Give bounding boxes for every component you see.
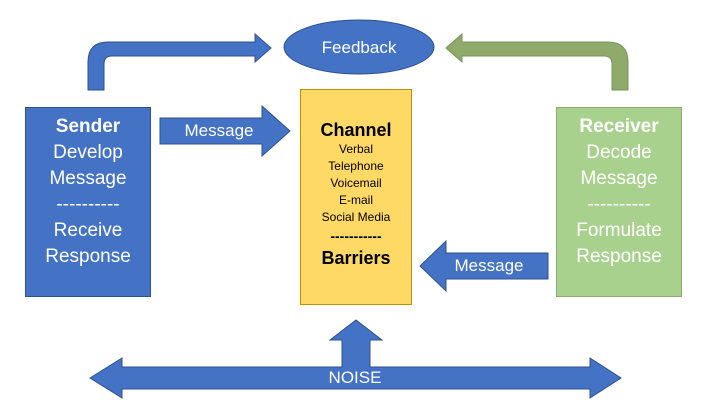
sender-line: Receive [53,220,123,241]
sender-divider: ---------- [56,194,120,215]
sender-line: Response [45,246,131,267]
channel-box: Channel Verbal Telephone Voicemail E-mai… [300,89,412,305]
message-arrow-to-channel [159,104,291,158]
receiver-title: Receiver [579,116,659,137]
message-label-receiver: Message [454,256,524,275]
message-label-sender: Message [184,121,254,140]
channel-item: Social Media [321,210,391,224]
sender-box: Sender Develop Message ---------- Receiv… [25,107,151,297]
channel-item: E-mail [338,193,373,207]
receiver-line: Message [580,168,658,189]
noise-label: NOISE [328,368,382,387]
sender-line: Develop [53,142,123,163]
receiver-divider: ---------- [587,194,651,215]
channel-title: Channel [320,120,392,140]
feedback-arrow-sender [87,32,272,91]
channel-item: Telephone [328,159,384,173]
noise-arrow [89,319,622,399]
channel-divider: ----------- [330,228,382,244]
receiver-line: Decode [586,142,652,163]
feedback-ellipse [283,19,435,75]
sender-line: Message [49,168,127,189]
feedback-arrow-receiver [445,32,629,91]
receiver-line: Response [576,246,662,267]
channel-barriers: Barriers [321,248,391,268]
channel-item: Voicemail [330,176,382,190]
sender-title: Sender [55,116,121,137]
receiver-line: Formulate [576,220,662,241]
receiver-box: Receiver Decode Message ---------- Formu… [556,107,682,297]
feedback-label: Feedback [321,38,397,57]
message-arrow-to-channel-from-receiver [419,239,549,293]
channel-item: Verbal [338,142,374,156]
